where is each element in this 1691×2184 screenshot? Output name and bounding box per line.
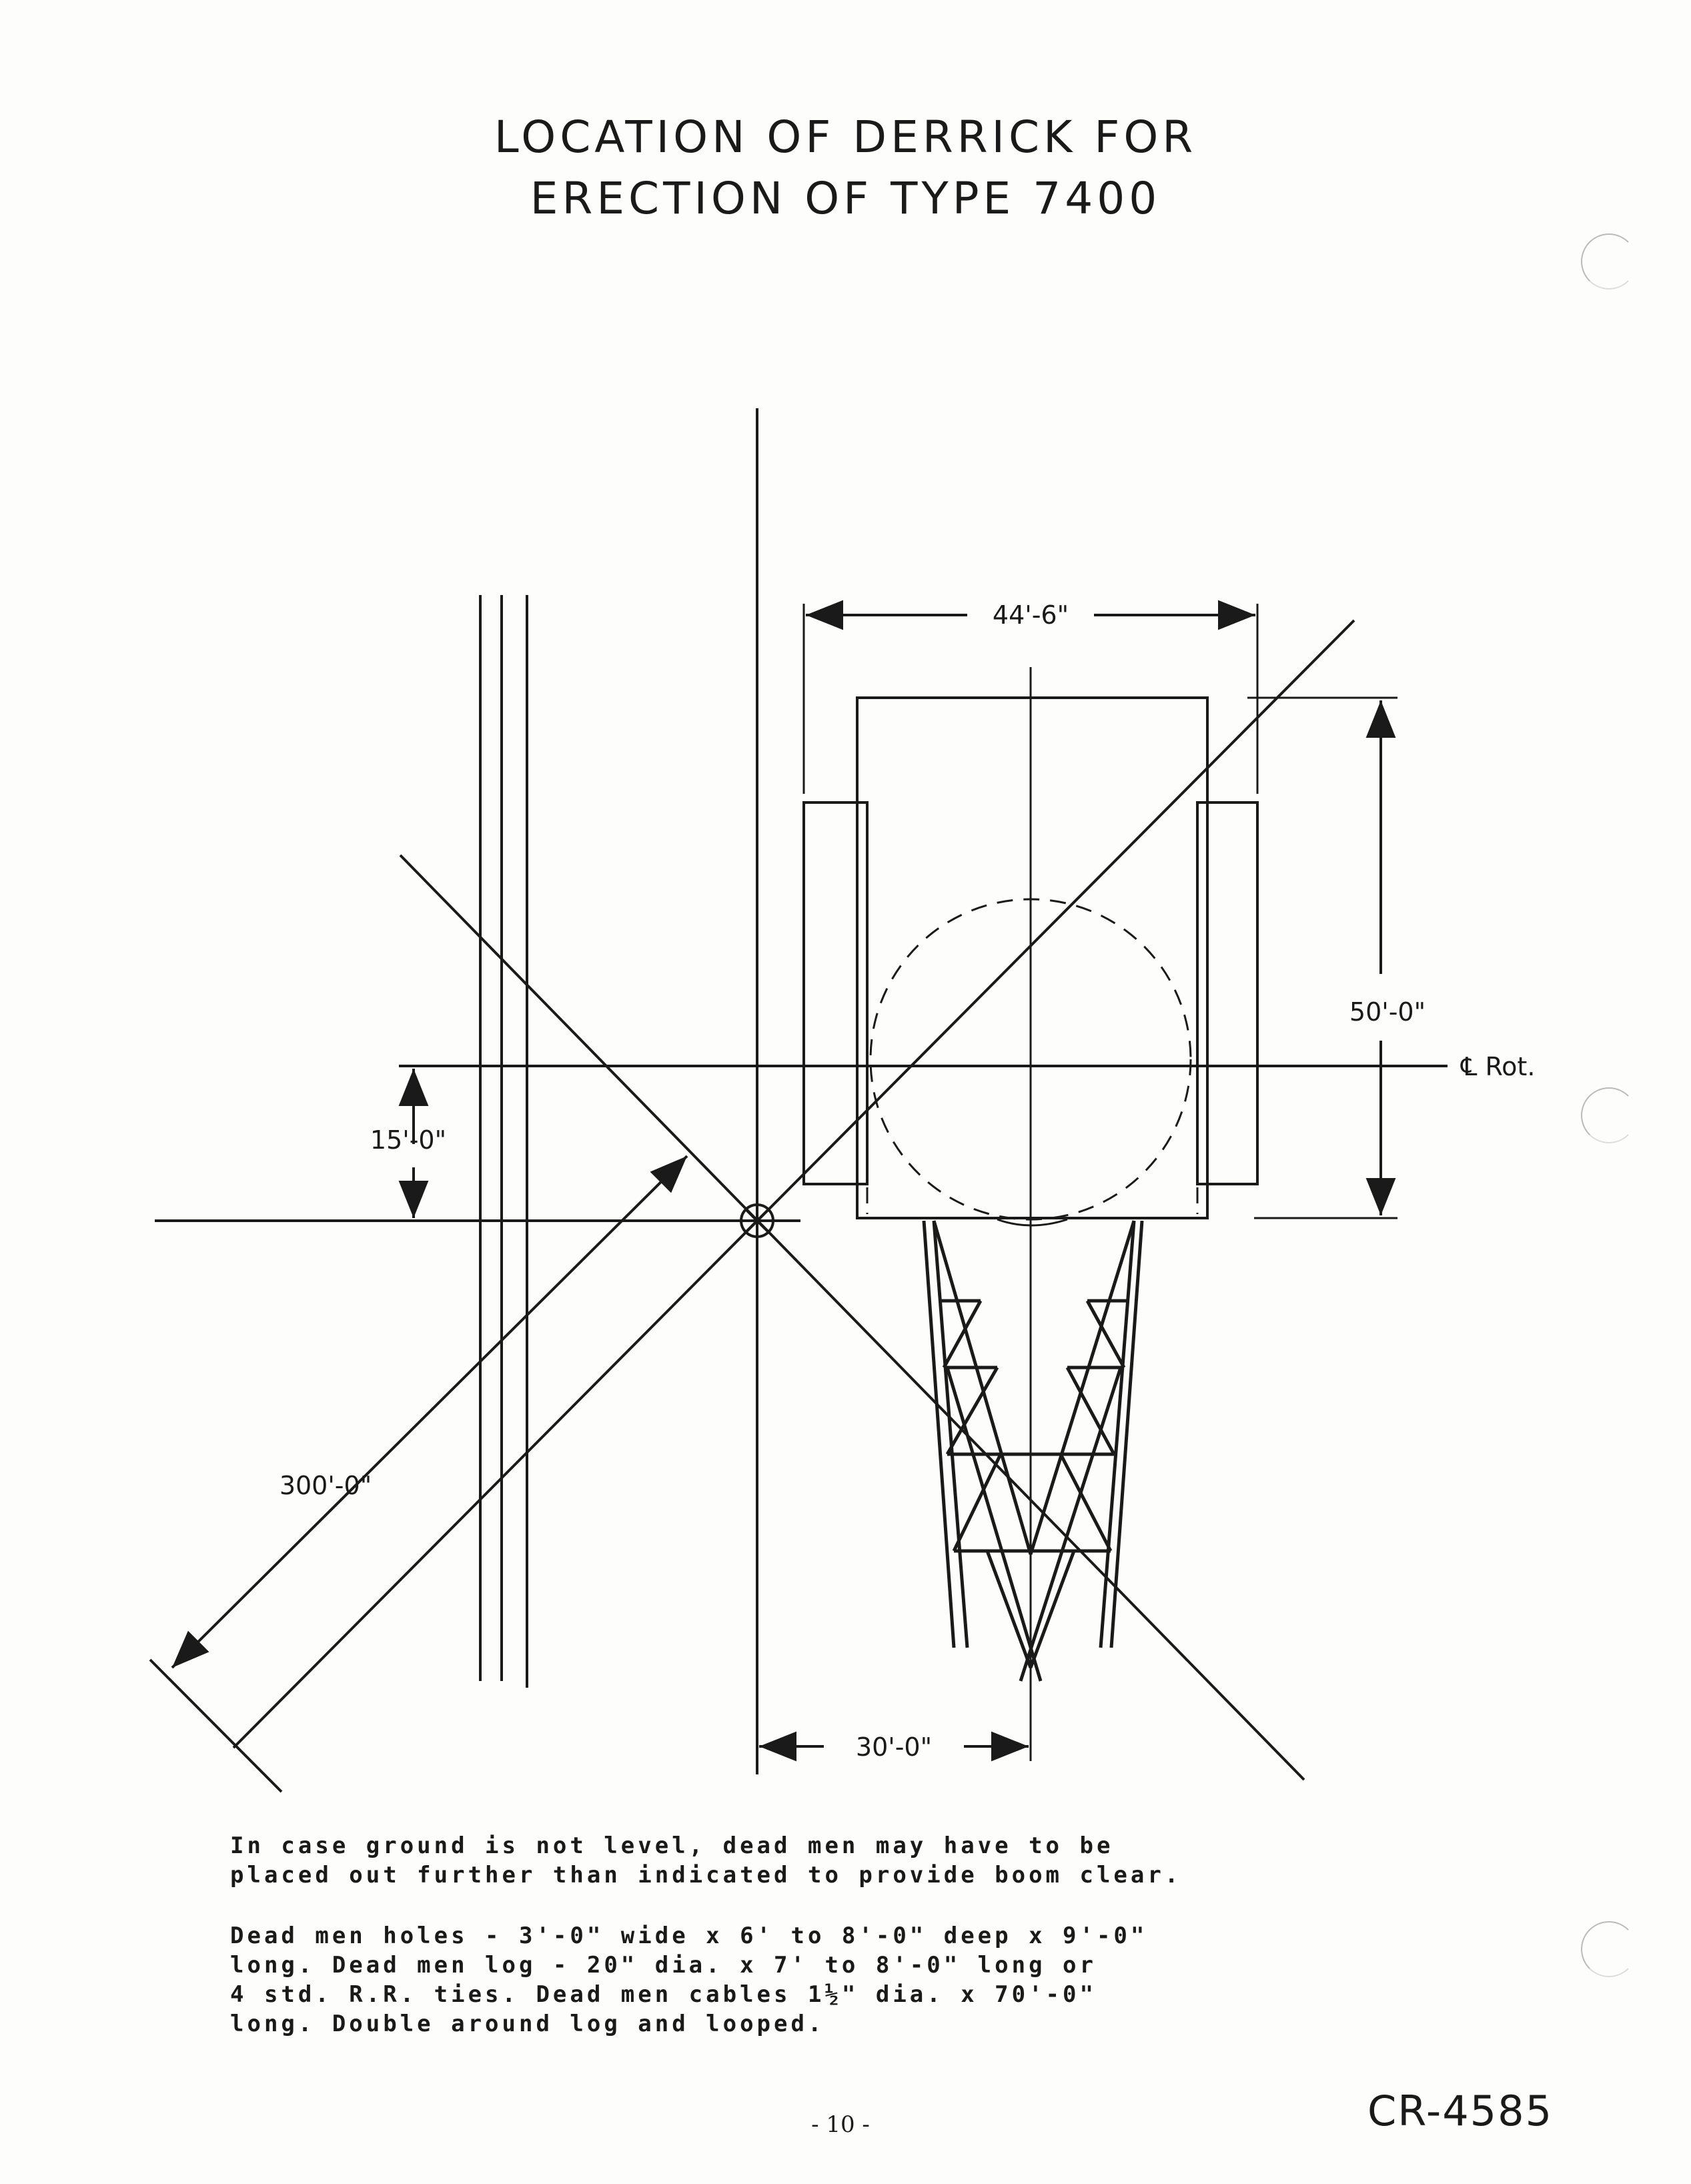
page-title: LOCATION OF DERRICK FOR ERECTION OF TYPE… [0, 107, 1691, 229]
structure-outline [856, 696, 1209, 1219]
title-line-2: ERECTION OF TYPE 7400 [530, 173, 1161, 224]
binder-hole-bottom [1581, 1921, 1637, 1977]
note-dead-men-specs: Dead men holes - 3'-0" wide x 6' to 8'-0… [230, 1923, 1148, 2037]
document-id: CR-4585 [1367, 2087, 1554, 2135]
title-line-1: LOCATION OF DERRICK FOR [494, 111, 1197, 163]
binder-hole-top [1581, 233, 1637, 290]
diagonal-guy-line-1 [232, 619, 1355, 1749]
dimension-300-line [171, 1155, 688, 1669]
dimension-base: 30'-0" [856, 1732, 932, 1762]
dimension-centerline-label: ℄ Rot. [1460, 1052, 1535, 1081]
dimension-diagonal: 300'-0" [279, 1471, 372, 1500]
derrick-base-symbol [740, 1203, 774, 1238]
dimension-top-width: 44'-6" [993, 600, 1069, 630]
dimension-offset: 15'-0" [370, 1125, 446, 1155]
diagonal-guy-line-2 [399, 854, 1305, 1781]
derrick-boom-lattice [922, 1220, 1144, 1682]
railroad-track [479, 595, 528, 1688]
dimension-height: 50'-0" [1349, 997, 1426, 1027]
page-number: - 10 - [811, 2111, 870, 2138]
binder-hole-middle [1581, 1087, 1637, 1143]
note-boom-clearance: In case ground is not level, dead men ma… [230, 1832, 1182, 1888]
